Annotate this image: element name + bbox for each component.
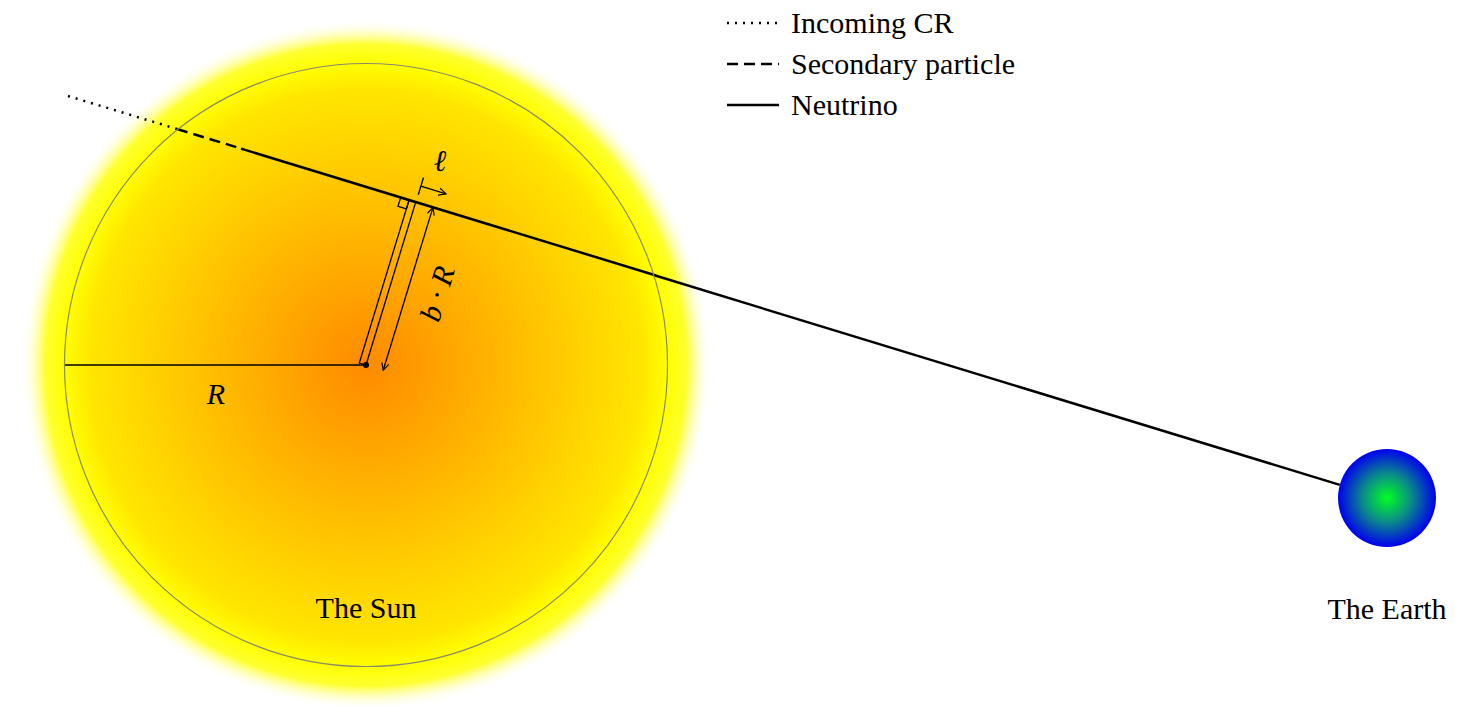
radius-line xyxy=(64,364,366,365)
legend-row: Secondary particle xyxy=(725,43,1015,84)
right-angle-mark xyxy=(398,198,409,209)
legend: Incoming CR Secondary particleNeutrino xyxy=(725,2,1015,125)
legend-text: Incoming CR xyxy=(791,6,954,39)
legend-sample xyxy=(725,95,781,115)
earth-shape xyxy=(1338,449,1436,547)
incoming-cr-path xyxy=(68,96,177,129)
legend-text: Secondary particle xyxy=(791,47,1015,80)
impact-bar xyxy=(359,200,415,365)
legend-text: Neutrino xyxy=(791,88,898,121)
length-arrow xyxy=(421,186,446,194)
radius-label: R xyxy=(207,377,225,410)
legend-line xyxy=(727,21,779,24)
legend-line xyxy=(727,62,779,65)
legend-sample xyxy=(725,54,781,74)
sun-outline xyxy=(64,63,668,667)
earth-circle xyxy=(1338,449,1436,547)
sun-circle xyxy=(65,64,668,667)
node-label: The Earth xyxy=(1327,592,1446,625)
secondary-particle-path xyxy=(177,129,243,149)
legend-sample xyxy=(725,13,781,33)
legend-row: Incoming CR xyxy=(725,2,1015,43)
sun-node: The Sun xyxy=(64,63,668,667)
legend-line xyxy=(727,103,779,106)
node-label: The Sun xyxy=(316,591,417,624)
sun-glow xyxy=(21,20,711,706)
legend-row: Neutrino xyxy=(725,84,1015,125)
length-label: ℓ xyxy=(434,144,447,177)
earth-node: The Earth xyxy=(1287,449,1473,639)
neutrino-connector xyxy=(654,275,1339,485)
